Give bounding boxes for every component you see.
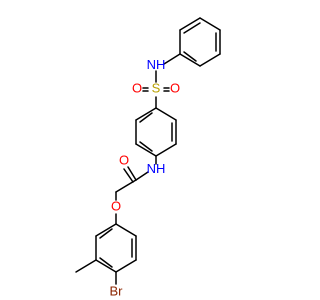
bond-inner — [99, 228, 113, 239]
atom-o-right: O — [170, 80, 180, 95]
bond — [115, 179, 137, 193]
bond — [199, 17, 221, 31]
bond — [115, 259, 137, 273]
bond-inner — [183, 22, 201, 34]
atom-s: S — [152, 80, 161, 95]
bond-inner — [139, 141, 153, 152]
bond — [135, 143, 157, 157]
atom-o-ether: O — [111, 198, 121, 213]
molecule-structure: NH S O O NH O O Br — [75, 17, 221, 298]
bond-double — [123, 168, 134, 183]
bond — [135, 171, 149, 181]
bond — [155, 143, 177, 157]
atom-n-top-h: H — [156, 57, 165, 72]
phenyl-ring-middle — [135, 107, 177, 157]
atom-o-left: O — [132, 80, 142, 95]
bond — [179, 17, 201, 31]
bond — [155, 107, 177, 121]
bond-inner — [99, 257, 113, 268]
bond — [95, 223, 117, 237]
atom-n-top-label: N — [147, 57, 156, 72]
atom-n-amide: NH — [147, 161, 166, 176]
bond — [163, 53, 181, 65]
atom-n-amide-label: N — [147, 161, 156, 176]
phenyl-ring-lower — [95, 223, 137, 273]
bond — [135, 107, 157, 121]
molecule-canvas: NH S O O NH O O Br — [75, 17, 221, 299]
bond-double — [127, 166, 137, 181]
bond-inner — [183, 51, 197, 62]
bond — [179, 53, 201, 67]
bond — [199, 53, 221, 67]
bond — [75, 259, 97, 273]
atom-o-carbonyl: O — [119, 152, 129, 167]
phenyl-ring-top — [179, 17, 221, 67]
atom-n-top: NH — [147, 57, 166, 72]
atom-n-amide-h: H — [156, 161, 165, 176]
bond — [95, 259, 117, 273]
atom-br: Br — [110, 283, 124, 298]
bond — [115, 223, 137, 237]
bond-inner — [139, 112, 153, 123]
